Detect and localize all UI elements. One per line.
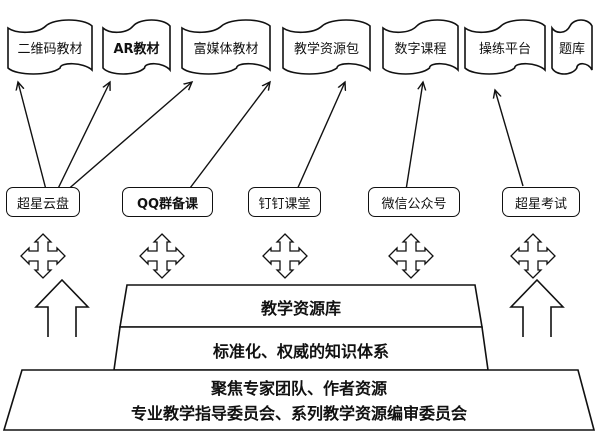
platform-box: 超星云盘 [6,187,80,217]
link-arrow [495,90,524,187]
resource-banner-shape [181,19,271,75]
resource-banner-shape [7,19,93,75]
resource-label: 二维码教材 [17,41,83,57]
link-arrow [405,82,423,191]
resource-banner-shape [382,19,459,75]
platform-box: 超星考试 [502,187,580,217]
four-way-arrow-icon [139,233,185,279]
four-way-arrow-icon [20,233,66,279]
resource-label: 数字课程 [394,41,447,57]
link-arrow [49,82,192,206]
pyramid-base-line1: 聚焦专家团队、作者资源 [210,379,387,398]
up-arrow-left [34,278,90,337]
resource-label: 题库 [558,41,585,57]
resource-banner-shape [282,19,371,75]
link-arrow [186,82,270,193]
four-way-arrow-icon [388,233,434,279]
four-way-arrow-icon [262,233,308,279]
resource-banner-shape [464,19,546,75]
platform-box: 钉钉课堂 [248,187,321,217]
pyramid-base-line2: 专业教学指导委员会、系列教学资源编审委员会 [130,404,467,423]
resource-label: AR教材 [113,41,160,57]
resource-banner-shape [102,19,171,75]
four-way-arrow-icon [510,233,556,279]
up-arrow-right [509,278,565,337]
resource-label: 教学资源包 [293,41,359,57]
pyramid-middle-label: 标准化、权威的知识体系 [212,342,389,361]
resource-banner-shape [551,19,593,75]
link-arrow [18,82,51,206]
platform-box: 微信公众号 [368,187,460,217]
resource-label: 操练平台 [478,41,531,57]
pyramid-base-shape [2,369,596,431]
pyramid-top-label: 教学资源库 [260,299,341,318]
resource-label: 富媒体教材 [193,41,259,57]
platform-box: QQ群备课 [122,187,213,217]
link-arrow [295,82,345,193]
link-arrow [49,82,110,206]
